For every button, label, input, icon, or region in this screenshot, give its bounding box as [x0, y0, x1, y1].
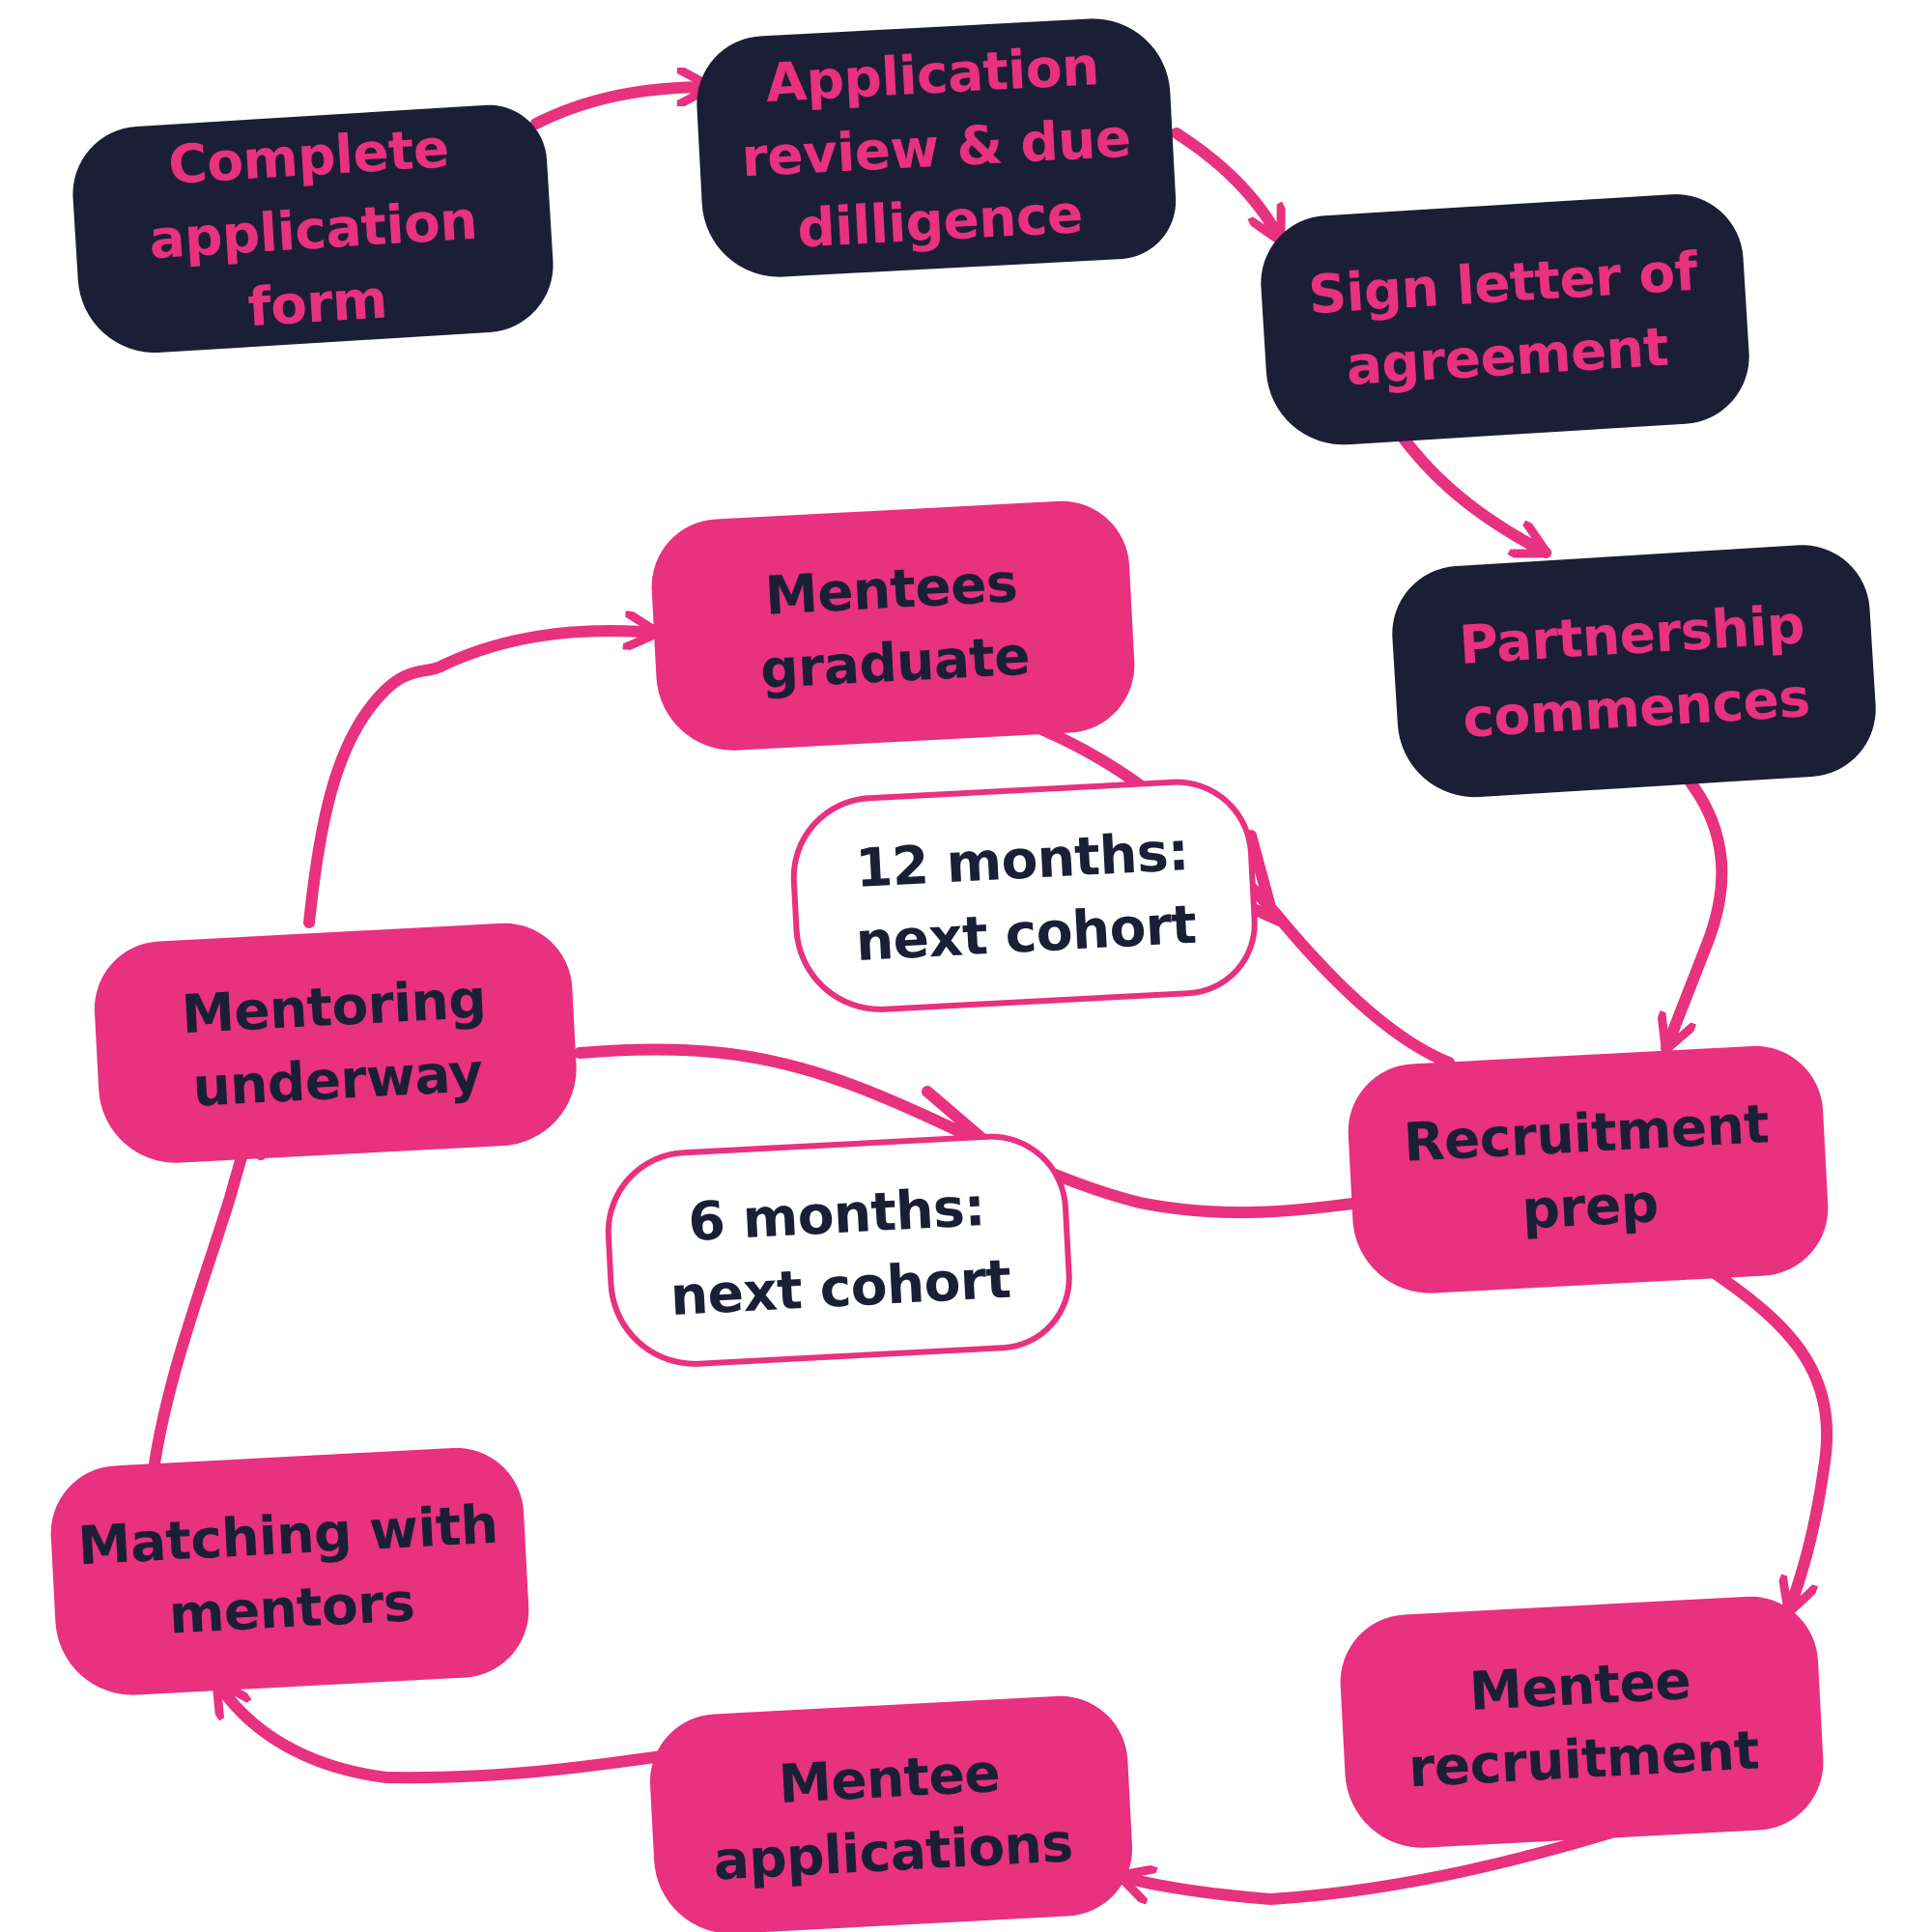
- note-six-months: 6 months: next cohort: [601, 1129, 1076, 1372]
- connector-applications-to-matching: [212, 1683, 668, 1784]
- step-mentee-recruitment: Mentee recruitment: [1337, 1593, 1827, 1852]
- step-mentee-recruitment-label: Mentee recruitment: [1406, 1649, 1761, 1800]
- connector-application-to-review: [530, 87, 710, 129]
- step-mentees-graduate-label: Mentees graduate: [758, 552, 1032, 701]
- step-mentees-graduate: Mentees graduate: [648, 497, 1138, 754]
- step-partnership-commences-label: Partnership commences: [1457, 593, 1812, 750]
- step-mentoring-underway-label: Mentoring underway: [180, 967, 488, 1119]
- connector-mentoring-to-graduate: [303, 631, 657, 928]
- step-complete-application-label: Complete application form: [147, 116, 479, 338]
- connector-sign-to-partnership: [1395, 429, 1546, 558]
- step-matching-mentors-label: Matching with mentors: [76, 1492, 499, 1646]
- connector-recruitment-to-mentee-recruitment: [1709, 1267, 1833, 1611]
- connector-matching-to-mentoring: [149, 1133, 261, 1469]
- step-sign-letter: Sign letter of agreement: [1257, 189, 1753, 450]
- step-application-review: Application review & due dilligence: [693, 14, 1179, 281]
- step-recruitment-prep-label: Recruitment prep: [1402, 1093, 1771, 1241]
- note-twelve-months-label: 12 months: next cohort: [854, 819, 1198, 973]
- connector-review-to-sign: [1171, 128, 1286, 240]
- step-sign-letter-label: Sign letter of agreement: [1306, 240, 1699, 398]
- step-complete-application: Complete application form: [69, 101, 557, 357]
- step-mentee-applications: Mentee applications: [646, 1692, 1136, 1932]
- step-recruitment-prep: Recruitment prep: [1345, 1042, 1832, 1297]
- step-mentoring-underway: Mentoring underway: [91, 920, 581, 1167]
- connector-mentee-recruitment-to-applications: [1121, 1825, 1624, 1906]
- connector-partnership-to-recruitment: [1666, 777, 1728, 1048]
- step-application-review-label: Application review & due dilligence: [739, 35, 1133, 260]
- step-matching-mentors: Matching with mentors: [47, 1444, 532, 1699]
- note-six-months-label: 6 months: next cohort: [668, 1175, 1012, 1327]
- step-partnership-commences: Partnership commences: [1388, 541, 1880, 802]
- note-twelve-months: 12 months: next cohort: [786, 775, 1262, 1017]
- step-mentee-applications-label: Mentee applications: [712, 1742, 1074, 1892]
